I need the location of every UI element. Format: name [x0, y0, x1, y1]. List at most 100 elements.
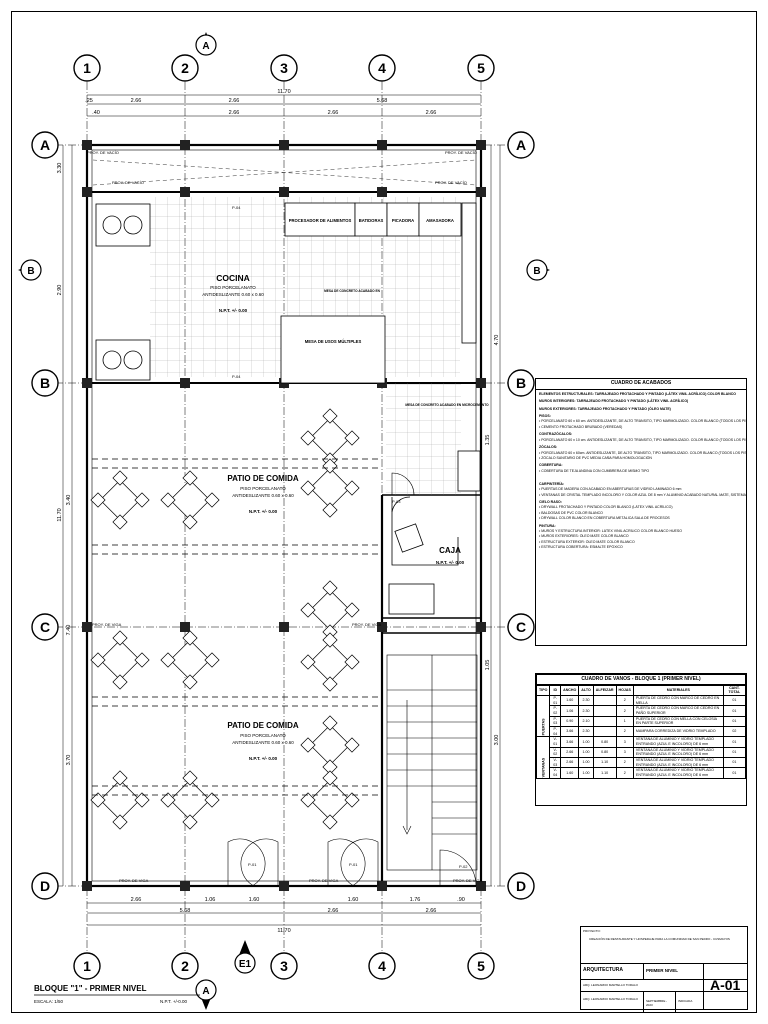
- finishes-line: • ESTRUCTURA EXTERIOR: ÓLEO MATE COLOR B…: [539, 539, 635, 544]
- axis-col-5: 5: [477, 60, 485, 76]
- label-window-bottom: P-04: [232, 374, 241, 379]
- chair: [322, 632, 338, 648]
- chair: [300, 654, 316, 670]
- finishes-line: MUROS INTERIORES: TARRAJEADO FROTACHADO …: [539, 399, 689, 404]
- openings-cell: PUERTA DE CEDRO CON MARCO DE CEDRO EN PA…: [632, 705, 724, 717]
- axis-row-d: D: [40, 878, 50, 894]
- finishes-line: PINTURA:: [539, 523, 556, 528]
- chair: [182, 470, 198, 486]
- chair: [344, 792, 360, 808]
- room-cocina-floor1: PISO PORCELANATO: [210, 285, 256, 290]
- chair: [344, 654, 360, 670]
- openings-cell: 2: [615, 694, 634, 707]
- dim-left-1: 2.90: [57, 285, 63, 296]
- chair: [134, 792, 150, 808]
- chair: [112, 630, 128, 646]
- openings-title: CUADRO DE VANOS - BLOQUE 1 (PRIMER NIVEL…: [536, 674, 746, 685]
- label-proy-vacio-3: PROY. DE VACÍO: [112, 180, 144, 185]
- openings-cell: V-02: [549, 746, 562, 758]
- chair: [182, 514, 198, 530]
- openings-group-cell: VENTANAS: [536, 736, 550, 779]
- dimension-lines: [62, 94, 501, 926]
- chair: [134, 492, 150, 508]
- finishes-line: • PORCELANATO 60 x 10 cm. ANTIDESLIZANTE…: [539, 437, 746, 442]
- label-window-top: P-04: [232, 205, 241, 210]
- room-patio2-name: PATIO DE COMIDA: [227, 721, 298, 730]
- dining-table: [160, 770, 220, 830]
- dim-bot-r1-2: 1.60: [249, 897, 260, 903]
- openings-cell: 02: [722, 725, 747, 738]
- room-patio1-npt: N.P.T. +/- 0.00: [249, 509, 278, 514]
- dining-table: [300, 580, 360, 640]
- dim-left-0: 3.30: [57, 163, 63, 174]
- finishes-line: CIELO RASO:: [539, 499, 562, 504]
- section-labels: A A B B E1: [27, 41, 540, 997]
- chair: [160, 492, 176, 508]
- openings-cell: 2: [615, 767, 634, 779]
- openings-cell: 1.10: [592, 767, 617, 779]
- section-a-top: A: [202, 41, 209, 52]
- label-amasadora: AMASADORA: [426, 218, 454, 223]
- room-patio1-name: PATIO DE COMIDA: [227, 474, 298, 483]
- openings-cell: 2.66: [560, 756, 580, 769]
- label-door-p01b: P-01: [349, 862, 358, 867]
- finishes-line: CONTRAZÓCALOS:: [539, 432, 573, 437]
- dim-top-r2-1: 2.66: [328, 110, 339, 116]
- room-patio2-floor1: PISO PORCELANATO: [240, 733, 286, 738]
- chair: [322, 715, 338, 731]
- doors: [227, 472, 477, 887]
- label-proy-viga-2: PROY. DE VIGA: [352, 622, 382, 627]
- title-block: PROYECTO: CREACIÓN DE RESTAURANTE Y HOSP…: [580, 926, 748, 1012]
- chair: [344, 430, 360, 446]
- dim-top-r2-0: .40: [92, 110, 100, 116]
- chair: [322, 580, 338, 596]
- dim-bot-r1-0: 2.66: [131, 897, 142, 903]
- openings-cell: 2.30: [578, 725, 594, 738]
- openings-cell: V-04: [549, 767, 562, 779]
- chair: [160, 652, 176, 668]
- kitchen-extension-tiles: [386, 383, 461, 495]
- dim-top-r1-0: .25: [85, 98, 93, 104]
- axis-col-1: 1: [83, 60, 91, 76]
- label-proy-vacio-1: PROY. DE VACÍO: [87, 150, 119, 155]
- dining-table: [300, 408, 360, 468]
- finishes-line: • PORCELANATO 60 x 60cm. ANTIDESLIZANTE,…: [539, 450, 746, 455]
- openings-cell: 2: [615, 756, 634, 769]
- openings-cell: 01: [722, 694, 747, 707]
- label-procesador: PROCESADOR DE ALIMENTOS: [289, 218, 352, 223]
- dim-bot-overall: 11.70: [277, 928, 290, 934]
- openings-header-cell: TIPO: [535, 684, 551, 696]
- dim-bot-r2-1: 2.66: [328, 908, 339, 914]
- chair: [322, 814, 338, 830]
- tb-specialty: ARQUITECTURA: [583, 967, 623, 973]
- openings-header-cell: HOJAS: [615, 684, 634, 696]
- label-mesa-concreto: MESA DE CONCRETO ACABADO EN: [324, 289, 381, 293]
- openings-cell: [592, 705, 617, 717]
- openings-cell: 0.90: [560, 715, 580, 727]
- dim-left-3: 11.70: [57, 508, 63, 521]
- cashier-desk: [391, 496, 459, 566]
- chair: [322, 458, 338, 474]
- chair: [182, 674, 198, 690]
- axis-col-5-bottom: 5: [477, 958, 485, 974]
- section-b-left: B: [27, 266, 34, 277]
- dining-table: [300, 715, 360, 775]
- openings-header-cell: ALTO: [578, 684, 594, 696]
- dining-table: [300, 770, 360, 830]
- axis-row-c: C: [40, 619, 50, 635]
- dining-table: [90, 630, 150, 690]
- room-caja-npt: N.P.T. +/- 0.00: [436, 560, 465, 565]
- finishes-line: • ZÓCALO SANITARIO DE PVC MEDIA CAÑA PAR…: [539, 455, 652, 460]
- chair: [112, 514, 128, 530]
- equipment-labels: PROCESADOR DE ALIMENTOS BATIDORAS PICADO…: [289, 218, 489, 407]
- chair: [322, 759, 338, 775]
- chair: [90, 792, 106, 808]
- chair: [322, 770, 338, 786]
- drawing-sheet-border: [11, 11, 757, 1013]
- label-mesa: MESA DE USOS MÚLTIPLES: [305, 339, 362, 344]
- room-cocina-npt: N.P.T. +/- 0.00: [219, 308, 248, 313]
